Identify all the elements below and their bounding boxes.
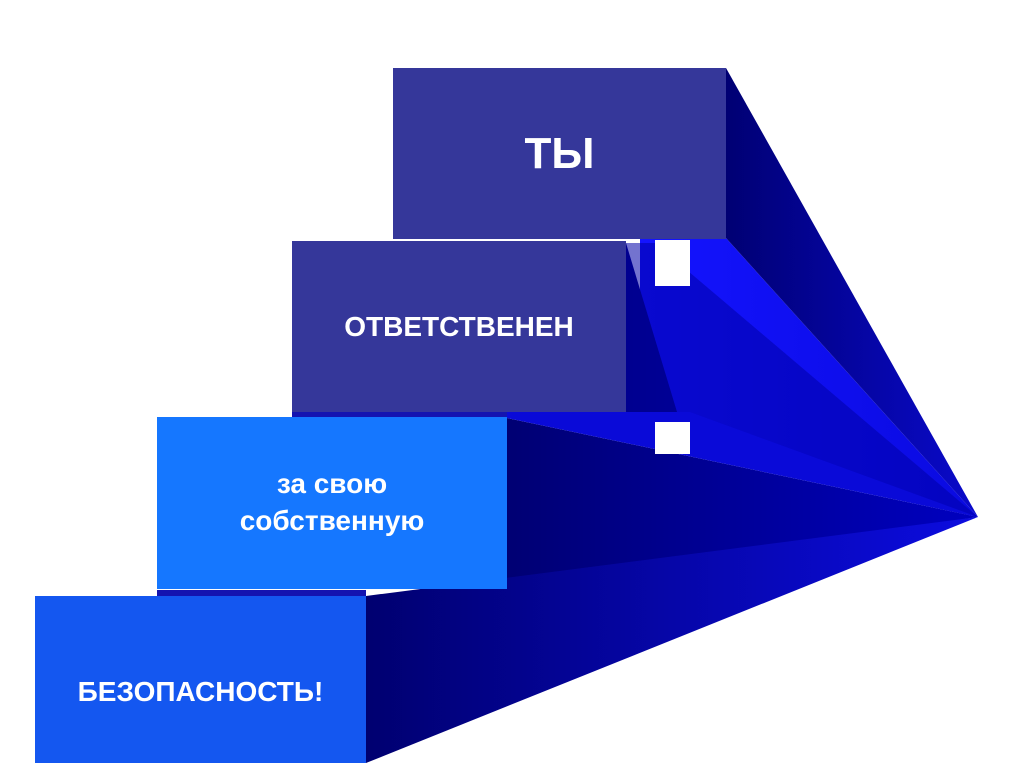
step-edge-line-3 — [157, 590, 366, 596]
step-1-box: ТЫ — [393, 68, 726, 239]
step-4-box: БЕЗОПАСНОСТЬ! — [35, 596, 366, 763]
step-3-label: за свою собственную — [239, 468, 425, 536]
shadow-step-2-edge — [626, 243, 978, 517]
shadow-step-3-top — [507, 412, 978, 517]
step-1-label: ТЫ — [524, 128, 595, 178]
step-3-box: за свою собственную — [157, 417, 507, 589]
step-2-box: ОТВЕТСТВЕНЕН — [292, 241, 626, 412]
white-gap-upper — [655, 240, 690, 286]
step-edge-line-2 — [292, 411, 507, 417]
white-gap-lower — [655, 422, 690, 454]
shadow-step-3 — [507, 418, 978, 589]
shadow-step-1 — [726, 68, 978, 517]
shadow-step-4 — [366, 517, 978, 763]
step-4-label: БЕЗОПАСНОСТЬ! — [77, 676, 324, 707]
step-2-label: ОТВЕТСТВЕНЕН — [344, 310, 574, 342]
